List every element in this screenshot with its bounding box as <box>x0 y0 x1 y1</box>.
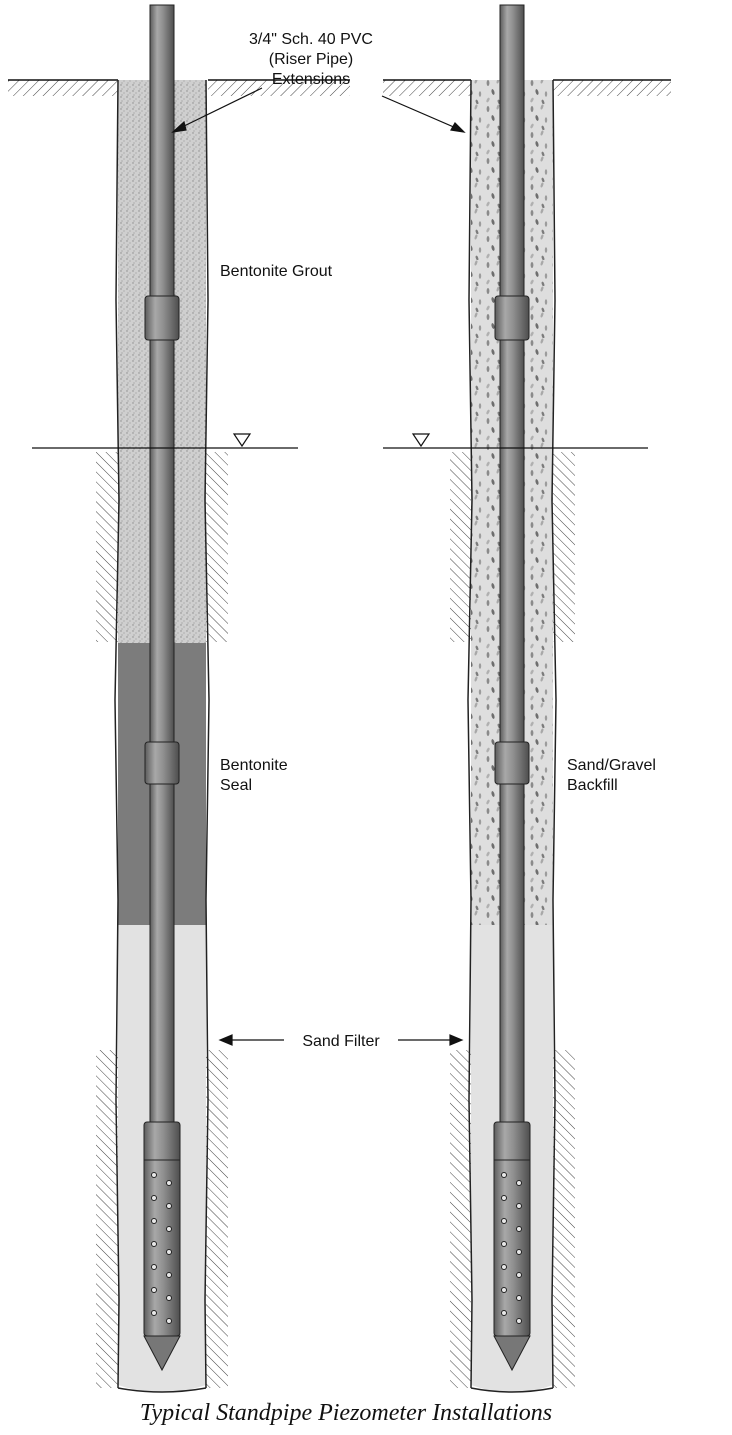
screen-holes <box>501 1172 522 1324</box>
left-piezometer <box>32 4 298 1393</box>
arrow-icon <box>381 95 457 129</box>
riser-pipe-label: Extensions <box>272 71 350 88</box>
backfill-label: Sand/Gravel <box>567 757 656 774</box>
pipe-coupling <box>494 741 530 785</box>
bentonite-seal-label: Bentonite <box>220 757 288 774</box>
riser-pipe <box>499 4 525 1124</box>
ground-surface <box>8 79 671 96</box>
leader-arrows <box>171 87 466 1046</box>
screen-holes <box>151 1172 172 1324</box>
riser-pipe <box>149 4 175 1124</box>
riser-pipe-label: 3/4" Sch. 40 PVC <box>249 31 373 48</box>
pipe-coupling <box>144 741 180 785</box>
right-piezometer <box>383 4 648 1393</box>
water-table-triangle-icon <box>411 433 431 448</box>
drive-point <box>493 1335 531 1372</box>
piezometer-tip <box>493 1121 531 1337</box>
backfill-label: Backfill <box>567 777 618 794</box>
water-table-triangle-icon <box>232 433 252 448</box>
riser-pipe-label: (Riser Pipe) <box>269 51 353 68</box>
bentonite-grout-label: Bentonite Grout <box>220 263 333 280</box>
bentonite-seal-label: Seal <box>220 777 252 794</box>
arrow-icon <box>179 87 263 129</box>
pipe-coupling <box>144 295 180 341</box>
sand-filter-label: Sand Filter <box>302 1033 380 1050</box>
pipe-coupling <box>494 295 530 341</box>
piezometer-tip <box>143 1121 181 1337</box>
drive-point <box>143 1335 181 1372</box>
figure-caption: Typical Standpipe Piezometer Installatio… <box>140 1400 552 1426</box>
